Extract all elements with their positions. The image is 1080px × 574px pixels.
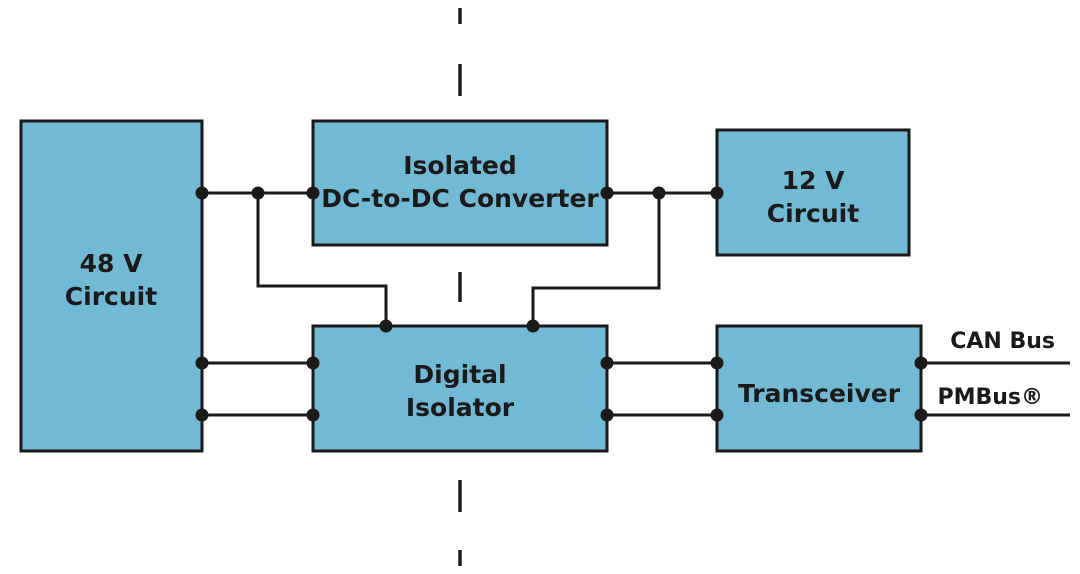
block-dcdc-converter: Isolated DC-to-DC Converter xyxy=(311,119,609,247)
block-digital-isolator: Digital Isolator xyxy=(311,324,609,453)
block-isolator-line2: Isolator xyxy=(406,393,515,422)
block-12v-line1: 12 V xyxy=(782,166,845,195)
block-transceiver-label: Transceiver xyxy=(738,379,901,408)
block-48v-circuit-line2: Circuit xyxy=(65,282,157,311)
block-12v-circuit: 12 V Circuit xyxy=(715,128,911,257)
block-isolator-line1: Digital xyxy=(413,360,506,389)
block-transceiver: Transceiver xyxy=(715,324,923,453)
block-dcdc-line1: Isolated xyxy=(403,151,517,180)
can-bus-label: CAN Bus xyxy=(950,329,1055,354)
pmbus-label: PMBus® xyxy=(937,385,1043,410)
block-48v-circuit-line1: 48 V xyxy=(80,249,143,278)
connection-nodes xyxy=(195,186,928,422)
block-48v-circuit: 48 V Circuit xyxy=(19,119,204,453)
block-dcdc-line2: DC-to-DC Converter xyxy=(321,184,599,213)
block-12v-line2: Circuit xyxy=(767,199,859,228)
